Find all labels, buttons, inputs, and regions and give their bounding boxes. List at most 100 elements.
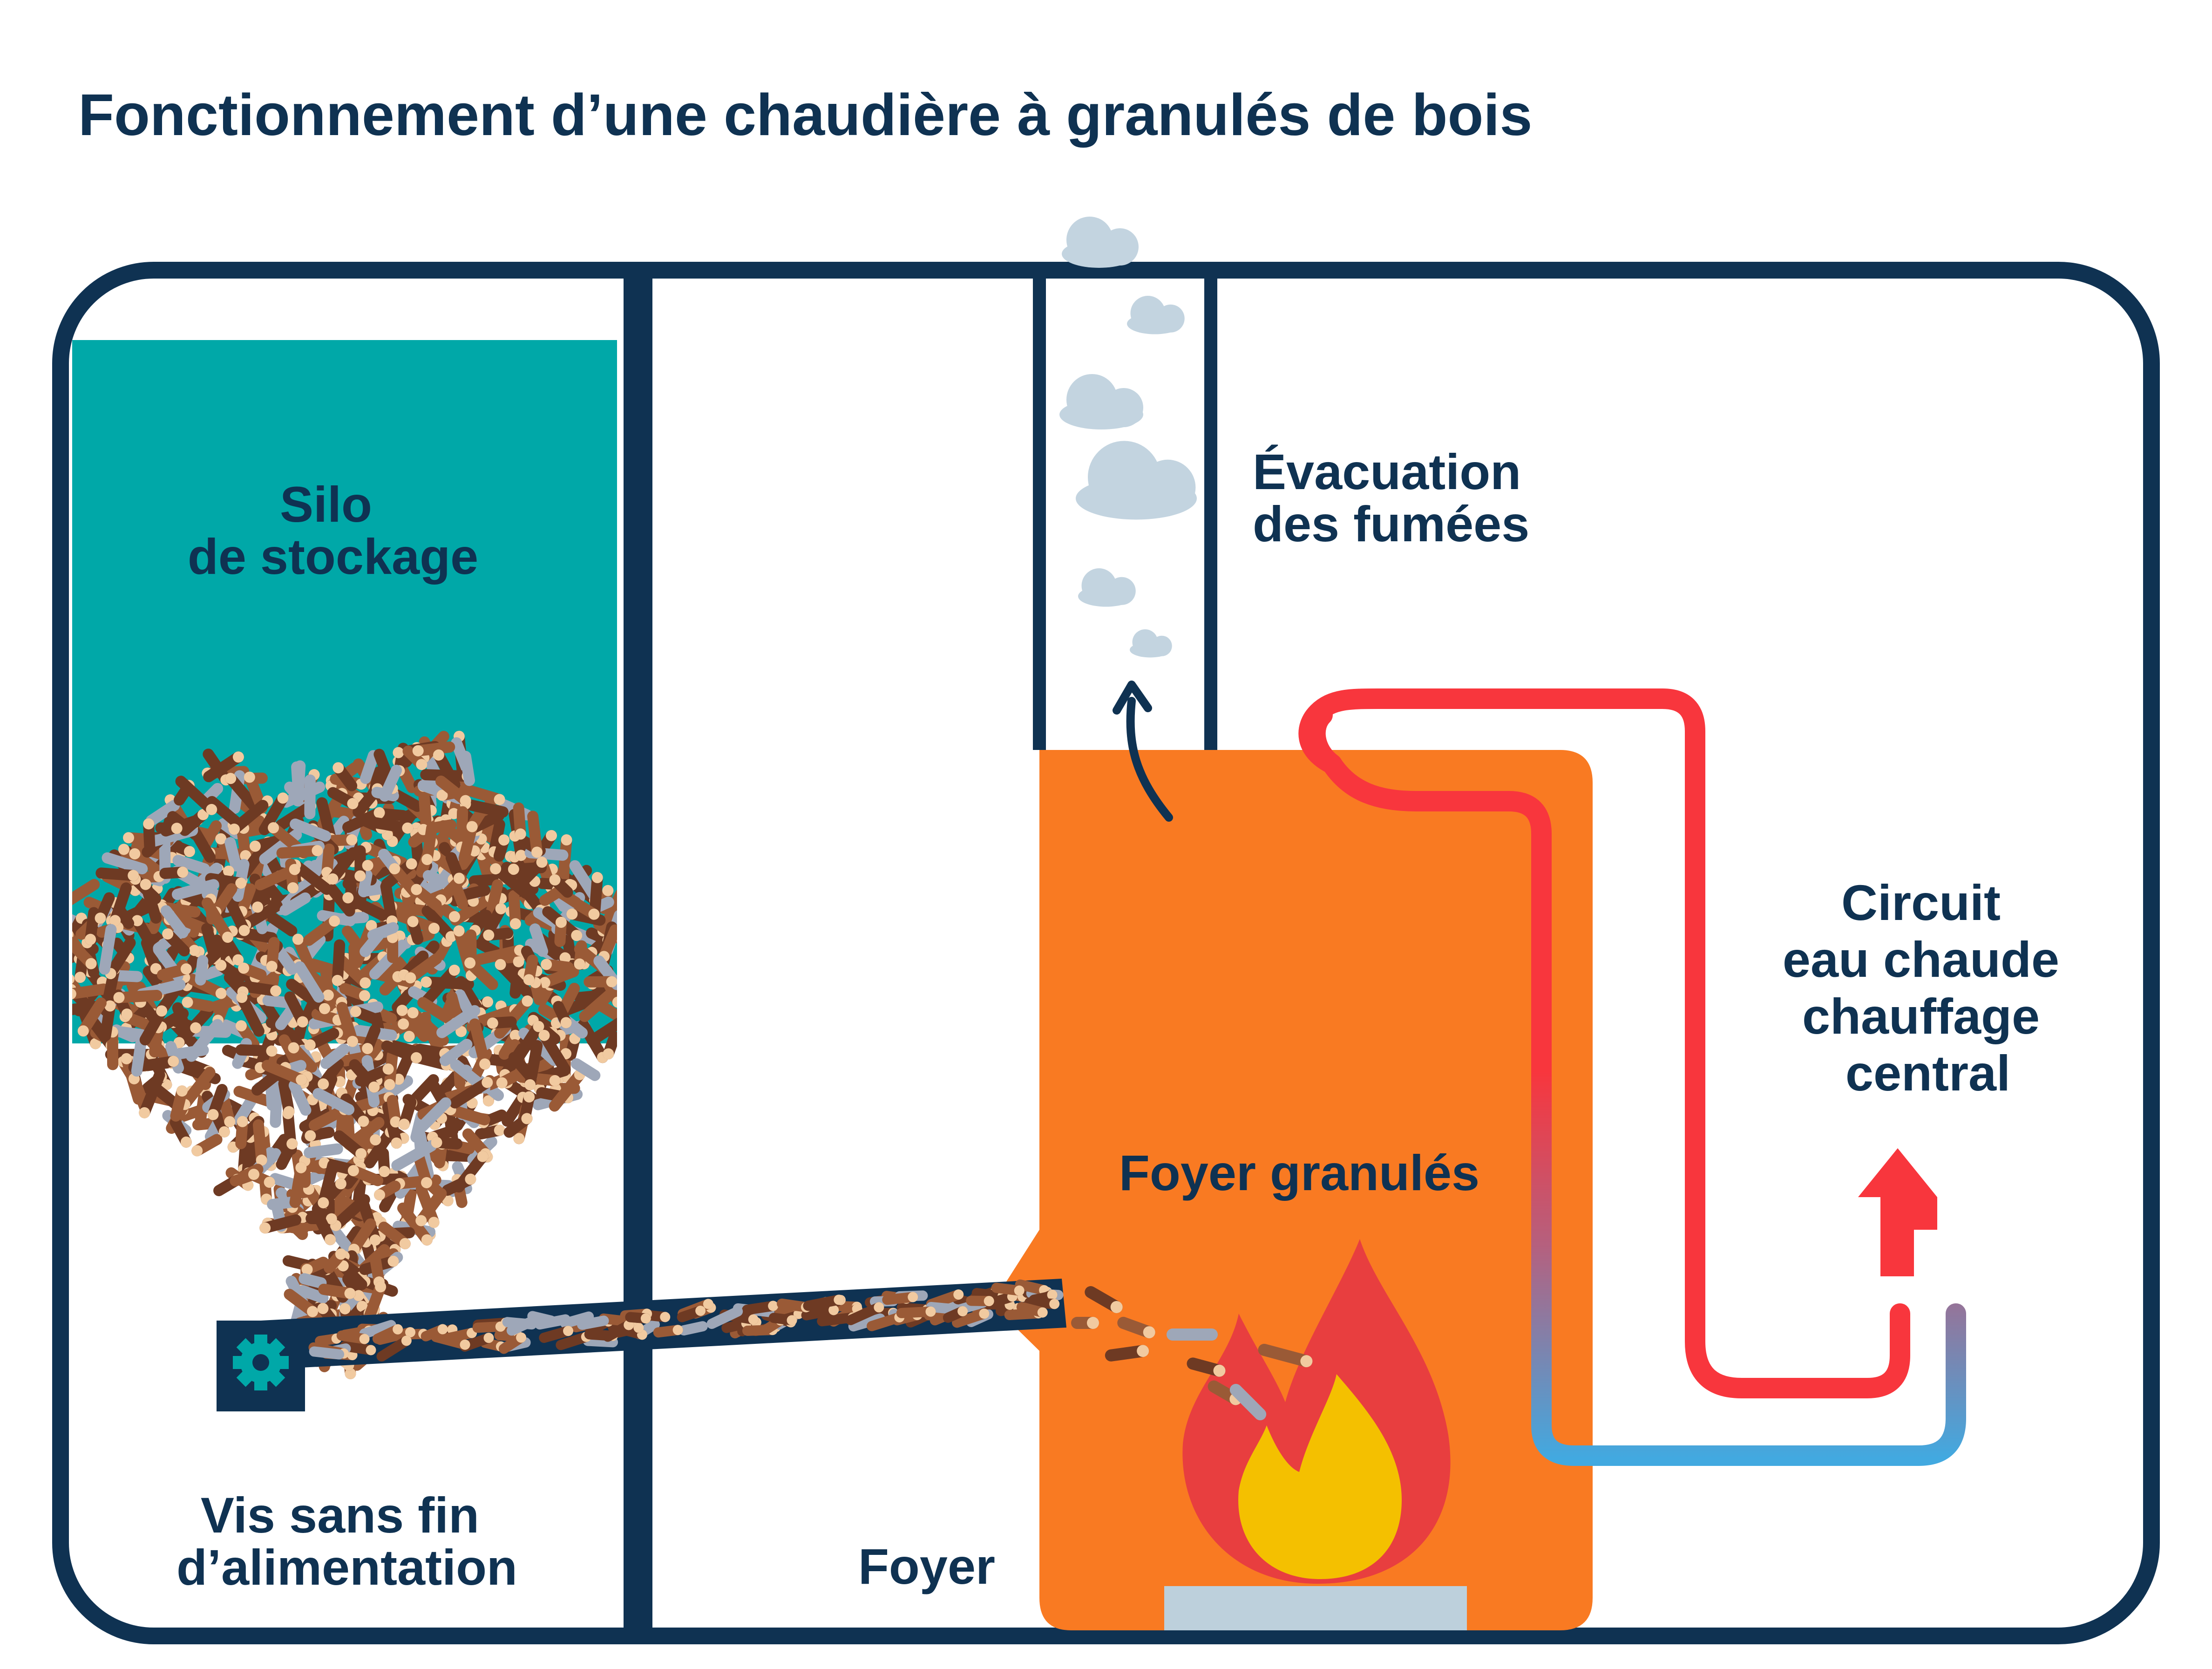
pellet [350,1006,383,1026]
pellet [349,1059,380,1093]
pellet [421,905,457,942]
pellet [175,776,217,815]
pellet [527,811,543,858]
pellet [224,837,242,872]
pellet [113,990,163,1003]
pellet [131,1038,147,1077]
pellet [160,905,189,939]
pellet [529,923,549,957]
pellet [109,882,132,926]
pellet [1167,1328,1218,1341]
pellet [439,1039,473,1066]
pellet [286,979,331,1015]
pellet [405,953,442,984]
pellet [336,1330,370,1344]
pellet [340,1093,369,1127]
pellet [768,1313,797,1326]
screw-conveyor [217,1279,1066,1411]
pellet [490,863,531,899]
pellet [171,879,219,900]
pellet [336,1001,359,1047]
pellet [464,957,498,990]
pellet [320,1043,350,1069]
pellet [113,970,143,982]
pellet [314,1214,336,1246]
pellet [363,1281,387,1324]
circuit-label-line-4: central [1846,1045,2010,1101]
pellet [332,939,346,986]
pellet [574,940,587,970]
pellet [421,823,438,865]
silo-label: Silo de stockage [188,476,478,585]
pellet [139,1005,168,1046]
pellet [742,1301,779,1315]
pellet [514,856,548,890]
pellet [318,1058,344,1090]
pellet [416,1097,452,1132]
return-pipe [1322,754,1966,1466]
room-label: Foyer [858,1538,995,1594]
pellet [143,818,156,854]
pellet [1105,1345,1149,1362]
screw-label: Vis sans fin d’alimentation [176,1487,517,1595]
silo-label-line-2: de stockage [188,528,478,585]
pellet [469,1018,491,1070]
falling-pellets [1071,1286,1313,1421]
pellet [324,1248,346,1274]
flue-label-line-1: Évacuation [1253,443,1521,500]
pellet [381,1040,422,1063]
pellet [848,1313,886,1332]
pellet [625,1312,651,1324]
pellet [421,1324,448,1342]
pellet [520,1091,535,1122]
pellet [327,847,359,885]
pellet [339,983,371,1001]
pellet [304,1143,343,1158]
pellet [372,1324,403,1344]
pellet [458,821,478,864]
pellet [320,967,334,1001]
pellet [102,852,148,875]
pellet [230,1169,259,1187]
screw-label-line-2: d’alimentation [176,1539,517,1595]
pellet [139,1069,165,1118]
pellet [203,751,244,783]
pellet [472,1321,506,1333]
pellet [360,929,385,957]
pellet [445,852,465,884]
heat-arrow-icon [1858,1148,1937,1276]
pellet [72,983,109,1000]
pellet [332,762,358,791]
flue-label: Évacuation des fumées [1253,443,1535,552]
pellet [279,892,311,916]
pellet [342,892,388,921]
burner-label-line-1: Foyer granulés [1119,1144,1479,1201]
pellet [182,996,215,1012]
pellet [266,937,280,972]
pellet [539,1326,574,1343]
pellet [376,1335,412,1362]
pellet [1085,1286,1123,1313]
arrow-up-icon [1113,681,1173,822]
pellet [72,935,97,969]
room-label-line-1: Foyer [858,1538,995,1594]
pellet [991,1282,1025,1296]
silo-area [72,340,617,1043]
pellet [361,816,414,834]
pellet [398,1097,417,1130]
pellet [415,1188,447,1226]
circuit-label: Circuit eau chaude chauffage central [1783,874,2073,1101]
pellet [191,1134,223,1157]
pellet [235,1116,248,1150]
pellet [360,750,379,784]
pellet [288,1080,312,1116]
pellet [303,915,340,946]
pellet [407,916,424,945]
pellet [493,834,510,862]
pellet [403,1011,431,1042]
pellet [359,1320,396,1339]
pellet [301,1256,329,1275]
pellet [653,1325,683,1338]
circuit-label-line-2: eau chaude [1783,931,2059,988]
pellet [803,1294,844,1311]
